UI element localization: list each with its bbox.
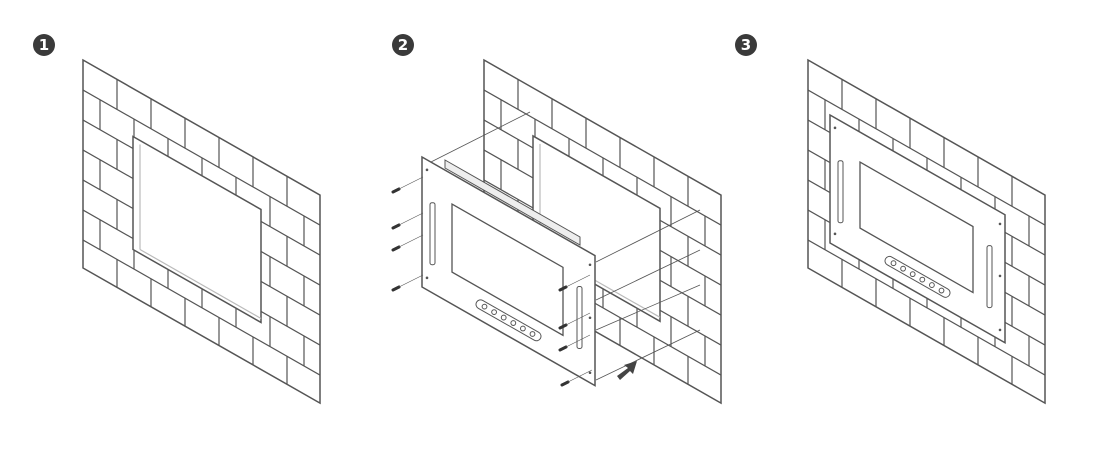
screw (560, 380, 570, 387)
alignment-guide-line (424, 111, 531, 166)
handle (986, 245, 993, 309)
step-3-mounted-monitor (807, 58, 1046, 405)
screw (558, 323, 568, 330)
monitor-screen (451, 202, 564, 337)
mounting-hole (998, 274, 1002, 278)
mounting-hole (588, 263, 592, 267)
mounting-hole (833, 232, 837, 236)
mounting-hole (425, 276, 429, 280)
screw-guide-line (567, 369, 593, 383)
control-button (900, 265, 906, 272)
step-2-badge: 2 (392, 34, 414, 56)
handle (576, 285, 583, 349)
step-2-mounting-exploded (391, 58, 722, 405)
control-button (890, 260, 897, 267)
control-button (938, 287, 945, 294)
alignment-guide-line (595, 284, 701, 331)
screw (391, 245, 401, 252)
screw-guide-line (565, 312, 591, 326)
screw-guide-line (398, 212, 424, 226)
control-panel-inner (476, 300, 541, 341)
control-panel-inner (885, 256, 950, 297)
screw-guide-line (398, 274, 424, 288)
mounting-hole (425, 168, 429, 172)
opening-inner-edge (139, 248, 262, 319)
control-button (919, 276, 926, 283)
screw-guide-line (565, 334, 591, 348)
monitor-housing (444, 159, 581, 246)
monitor-screen (859, 160, 974, 294)
handle (837, 160, 844, 224)
mounting-hole (833, 126, 837, 130)
step-3-badge: 3 (735, 34, 757, 56)
mounting-hole (588, 316, 592, 320)
mounting-hole (588, 371, 592, 375)
control-button (510, 320, 517, 326)
screw-guide-line (398, 234, 424, 248)
screw (558, 345, 568, 352)
screw (391, 285, 401, 292)
alignment-guide-line (595, 249, 701, 301)
alignment-guide-line (595, 209, 701, 263)
control-button (500, 314, 507, 321)
handle (429, 202, 436, 266)
alignment-guide-line (595, 329, 701, 381)
control-button (909, 271, 916, 278)
screw (391, 187, 401, 194)
mounting-hole (998, 222, 1002, 226)
control-button (491, 309, 498, 315)
control-button (529, 331, 536, 337)
control-button (929, 282, 935, 288)
brick-row-line (808, 89, 1045, 226)
brick-row-line (484, 89, 721, 226)
wall-opening (132, 135, 262, 324)
control-button (520, 325, 526, 332)
screw (558, 285, 568, 292)
push-arrow-icon (617, 361, 637, 380)
screw-guide-line (565, 274, 591, 288)
control-button (481, 303, 488, 310)
wall-outline (807, 58, 1046, 405)
screw-guide-line (398, 176, 424, 190)
step-1-wall-with-opening (82, 58, 321, 405)
step-1-badge: 1 (33, 34, 55, 56)
screw (391, 223, 401, 230)
brick-row-line (83, 89, 320, 226)
wall-outline (82, 58, 321, 405)
mounting-hole (998, 328, 1002, 332)
